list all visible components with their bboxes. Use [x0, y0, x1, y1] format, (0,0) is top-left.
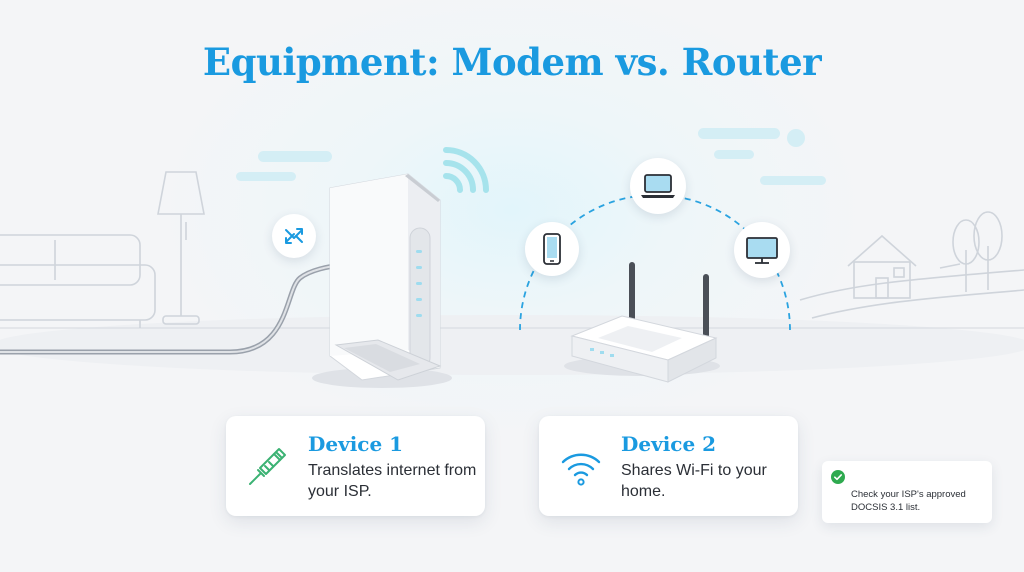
device-2-card: Device 2 Shares Wi-Fi to your home.: [539, 416, 798, 516]
phone-icon: [543, 233, 561, 265]
tv-bubble: [734, 222, 790, 278]
tv-monitor-icon: [746, 237, 778, 264]
page-title: Equipment: Modem vs. Router: [202, 40, 822, 84]
isp-note-text: Check your ISP's approved DOCSIS 3.1 lis…: [851, 489, 966, 513]
device-1-heading: Device 1: [308, 432, 404, 456]
device-2-heading: Device 2: [621, 432, 717, 456]
sofa-outline: [0, 234, 156, 328]
check-circle-icon: [831, 470, 845, 484]
laptop-bubble: [630, 158, 686, 214]
cloud-pills: [236, 128, 826, 185]
sync-arrows-icon: [285, 228, 303, 244]
sync-arrows-bubble: [272, 214, 316, 258]
device-1-card: Device 1 Translates internet from your I…: [226, 416, 485, 516]
isp-note-card: Check your ISP's approved DOCSIS 3.1 lis…: [822, 461, 992, 523]
ethernet-cable-icon: [249, 448, 286, 485]
device-1-description: Translates internet from your ISP.: [308, 462, 477, 500]
device-2-description: Shares Wi-Fi to your home.: [621, 462, 767, 500]
laptop-icon: [641, 174, 675, 198]
modem-device: [312, 173, 452, 388]
house-outline: [799, 211, 1024, 319]
router-device: [564, 262, 720, 383]
phone-bubble: [525, 222, 579, 276]
wifi-icon: [561, 453, 601, 486]
floor-lamp-outline: [157, 171, 205, 325]
modem-wifi-waves: [443, 147, 489, 193]
floor-shadow: [0, 315, 1024, 375]
